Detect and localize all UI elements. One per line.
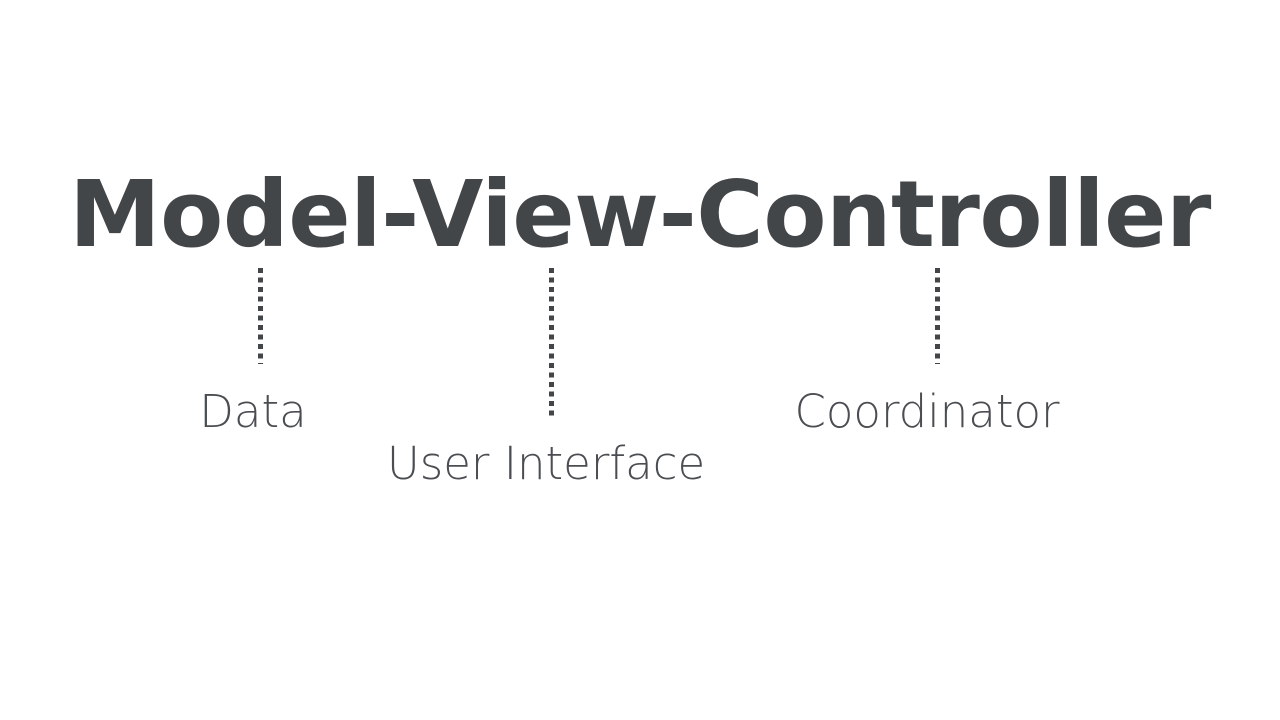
dotted-connector-controller <box>935 268 940 364</box>
label-controller-coordinator: Coordinator <box>794 385 1060 438</box>
page-title: Model-View-Controller <box>69 161 1211 268</box>
label-view-user-interface: User Interface <box>386 437 706 490</box>
label-model-data: Data <box>199 385 307 438</box>
dotted-connector-view <box>549 268 554 420</box>
dotted-connector-model <box>258 268 263 364</box>
